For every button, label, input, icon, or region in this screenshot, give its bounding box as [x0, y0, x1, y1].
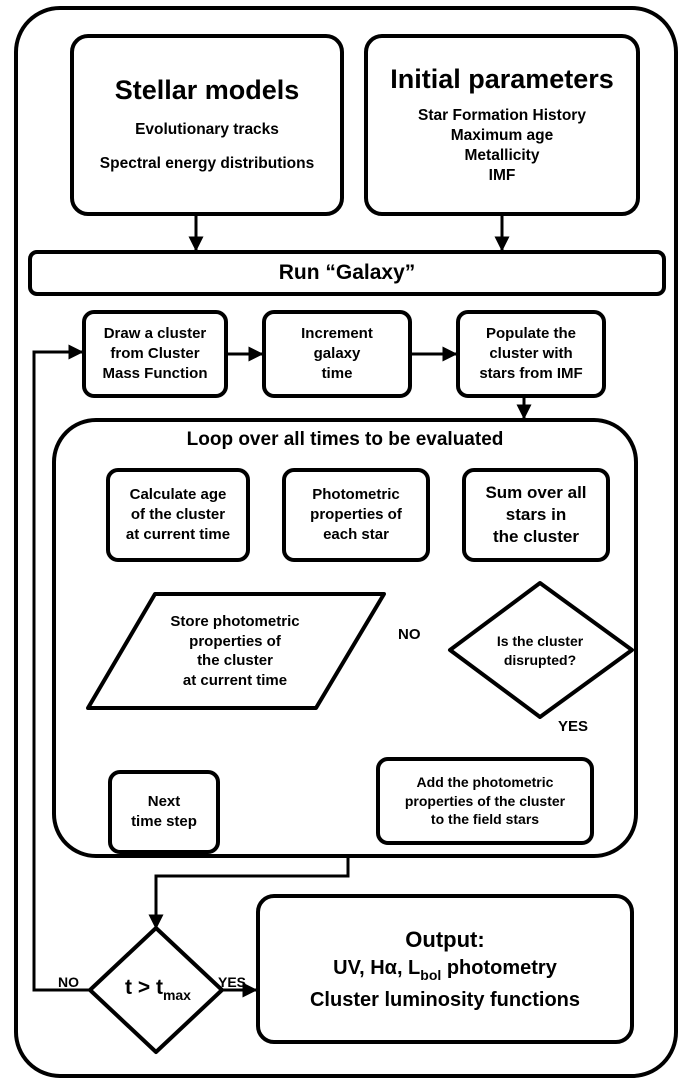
store-parallelogram	[86, 592, 386, 710]
increment-time-box: Increment galaxy time	[262, 310, 412, 398]
output-line1: UV, Hα, Lbol photometry	[333, 957, 557, 983]
add-to-field-box: Add the photometric properties of the cl…	[376, 757, 594, 845]
stellar-models-title: Stellar models	[114, 75, 300, 106]
initial-parameters-item: Metallicity	[464, 146, 540, 164]
photometric-properties-label: Photometric properties of each star	[310, 485, 402, 544]
disrupted-question-text: Is the cluster disrupted?	[496, 633, 584, 668]
output-line2: Cluster luminosity functions	[309, 988, 581, 1011]
stellar-models-item: Evolutionary tracks	[135, 121, 279, 139]
populate-cluster-label: Populate the cluster with stars from IMF	[479, 324, 583, 383]
output-line1-sub: bol	[420, 966, 442, 983]
stellar-models-box: Stellar models Evolutionary tracks Spect…	[70, 34, 344, 216]
disrupted-question-label: Is the cluster disrupted?	[470, 632, 610, 670]
disrupted-no-label: NO	[398, 626, 421, 643]
output-box: Output: UV, Hα, Lbol photometry Cluster …	[256, 894, 634, 1044]
output-title: Output:	[405, 926, 485, 952]
calculate-age-box: Calculate age of the cluster at current …	[106, 468, 250, 562]
initial-parameters-item: IMF	[488, 166, 516, 184]
initial-parameters-box: Initial parameters Star Formation Histor…	[364, 34, 640, 216]
store-props-label: Store photometric properties of the clus…	[140, 612, 330, 690]
sum-stars-label: Sum over all stars in the cluster	[485, 482, 587, 547]
calculate-age-label: Calculate age of the cluster at current …	[125, 485, 231, 544]
disrupted-yes-label: YES	[558, 718, 589, 735]
store-props-text: Store photometric properties of the clus…	[170, 613, 300, 689]
draw-cluster-label: Draw a cluster from Cluster Mass Functio…	[102, 324, 208, 383]
run-galaxy-label: Run “Galaxy”	[278, 261, 416, 284]
initial-parameters-title: Initial parameters	[390, 63, 614, 94]
loop-title: Loop over all times to be evaluated	[186, 429, 504, 450]
populate-cluster-box: Populate the cluster with stars from IMF	[456, 310, 606, 398]
condition-t: t > t	[125, 976, 163, 999]
sum-stars-box: Sum over all stars in the cluster	[462, 468, 610, 562]
initial-parameters-item: Star Formation History	[418, 107, 586, 125]
arrow-loop-to-condition	[148, 858, 350, 930]
condition-label: t > tmax	[110, 976, 206, 1003]
next-time-step-box: Next time step	[108, 770, 220, 854]
output-line1-prefix: UV, Hα, L	[333, 956, 421, 979]
condition-sub: max	[162, 987, 191, 1003]
add-to-field-label: Add the photometric properties of the cl…	[404, 773, 566, 828]
draw-cluster-box: Draw a cluster from Cluster Mass Functio…	[82, 310, 228, 398]
condition-no-label: NO	[58, 974, 79, 990]
stellar-models-item: Spectral energy distributions	[99, 154, 315, 172]
photometric-properties-box: Photometric properties of each star	[282, 468, 430, 562]
condition-yes-label: YES	[218, 974, 247, 990]
disrupted-diamond	[448, 581, 634, 719]
initial-parameters-item: Maximum age	[450, 127, 554, 145]
condition-diamond	[88, 926, 224, 1054]
next-time-step-label: Next time step	[131, 792, 197, 830]
arrow-no-back-to-draw	[32, 344, 90, 992]
increment-time-label: Increment galaxy time	[301, 324, 373, 383]
output-line1-suffix: photometry	[441, 956, 557, 979]
run-galaxy-bar: Run “Galaxy”	[28, 250, 666, 296]
